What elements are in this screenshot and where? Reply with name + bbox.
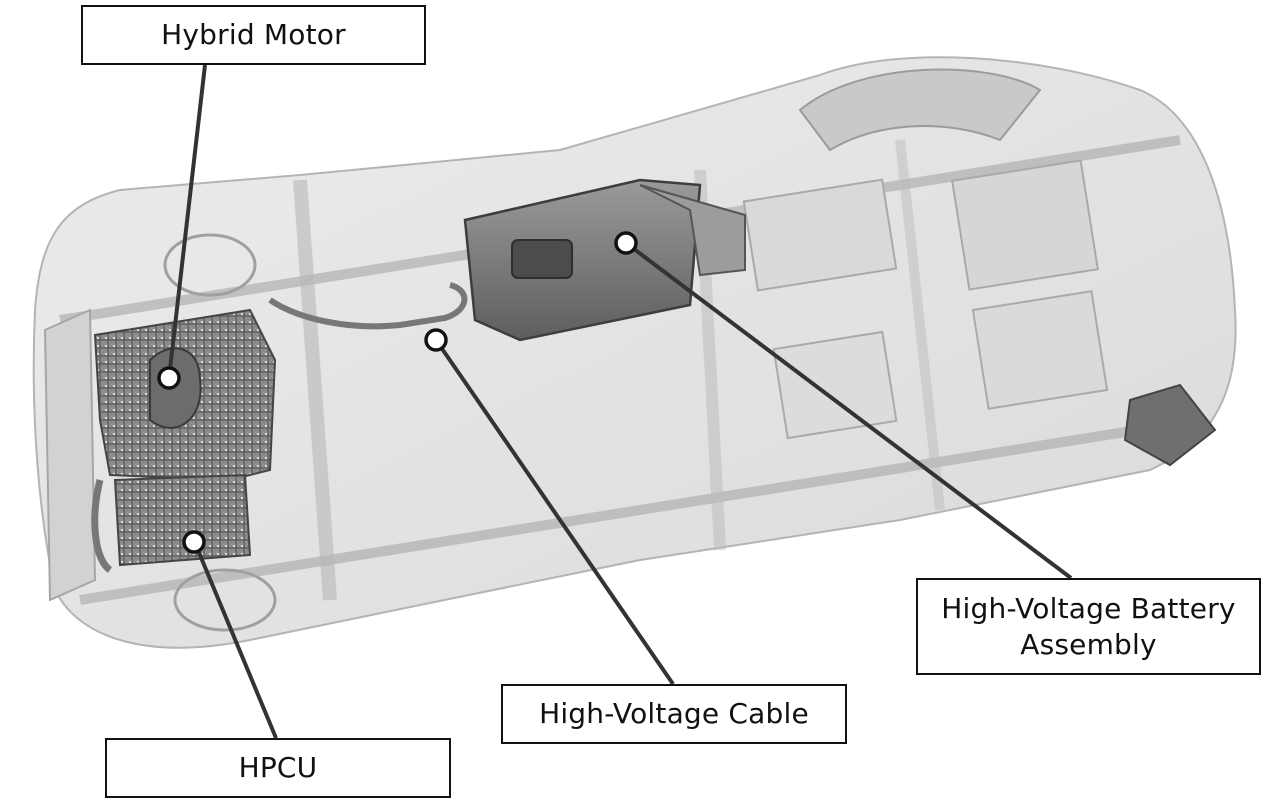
hybrid-motor-label: Hybrid Motor: [161, 18, 346, 51]
chassis-body: [32, 56, 1237, 649]
high-voltage-cable-route: [268, 282, 468, 330]
cable-label: High-Voltage Cable: [539, 697, 809, 730]
marker-cable: [424, 328, 448, 352]
cable-label-box: High-Voltage Cable: [501, 684, 847, 744]
battery-label-box: High-Voltage Battery Assembly: [916, 578, 1261, 675]
hpcu-label-box: HPCU: [105, 738, 451, 798]
leader-line-cable: [434, 338, 675, 686]
marker-hybrid-motor: [157, 366, 181, 390]
hybrid-motor-label-box: Hybrid Motor: [81, 5, 426, 65]
battery-label-line2: Assembly: [1020, 627, 1157, 661]
markers: [157, 231, 638, 554]
marker-battery: [614, 231, 638, 255]
marker-hpcu: [182, 530, 206, 554]
battery-label-line1: High-Voltage Battery: [941, 591, 1236, 625]
leader-line-hybrid-motor: [167, 64, 207, 379]
hpcu-label: HPCU: [238, 751, 318, 784]
leader-lines: [167, 64, 1073, 739]
hpcu-unit: [91, 473, 252, 573]
leader-line-battery: [624, 241, 1073, 580]
hybrid-motor-unit: [93, 308, 277, 482]
battery-assembly: [463, 178, 746, 342]
leader-line-hpcu: [193, 542, 278, 739]
